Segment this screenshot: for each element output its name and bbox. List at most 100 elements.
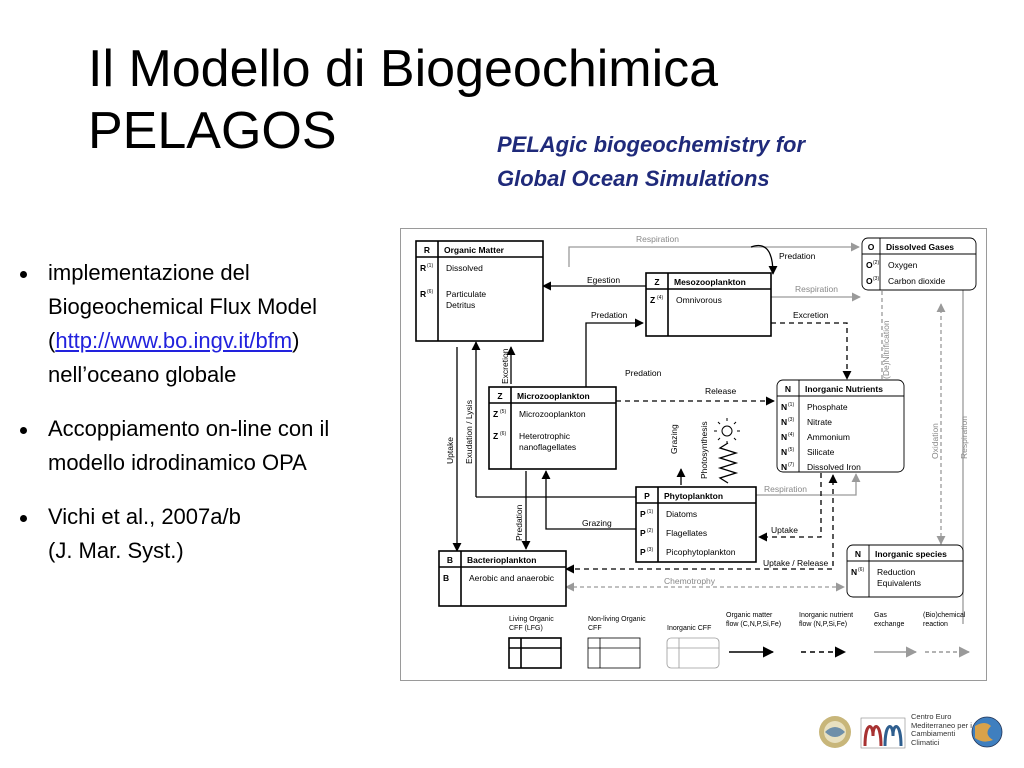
box-title: Inorganic species — [875, 549, 947, 559]
bullet-text: Accoppiamento on-line con il modello idr… — [48, 416, 330, 475]
box-row-label: Nitrate — [807, 417, 832, 427]
legend-label: (Bio)chemical — [923, 612, 966, 619]
box-row-symbol: R — [420, 263, 426, 273]
flow-label-photosynthesis: Photosynthesis — [699, 421, 709, 479]
box-symbol: N — [785, 384, 791, 394]
subtitle-line-1: PELAgic biogeochemistry for — [497, 132, 806, 157]
box-row-label: Carbon dioxide — [888, 276, 945, 286]
box-title: Mesozooplankton — [674, 277, 746, 287]
box-symbol: Z — [497, 391, 502, 401]
bullet-item: Vichi et al., 2007a/b(J. Mar. Syst.) — [10, 500, 402, 568]
flow-label-respiration: Respiration — [636, 234, 679, 244]
title-line-1: Il Modello di Biogeochimica — [88, 40, 719, 98]
box-title: Inorganic Nutrients — [805, 384, 883, 394]
box-row-superscript: (6) — [500, 431, 506, 437]
legend-label: flow (C,N,P,Si,Fe) — [726, 621, 781, 628]
box-row-superscript: (2) — [873, 260, 879, 266]
box-row-label: Silicate — [807, 447, 835, 457]
box-row-symbol: P — [640, 528, 646, 538]
box-symbol: B — [447, 555, 453, 565]
box-row-symbol: N — [781, 447, 787, 457]
box-row-superscript: (6) — [858, 567, 864, 573]
flow-label-predation: Predation — [514, 504, 524, 541]
flow-label-respiration: Respiration — [764, 484, 807, 494]
legend-label: Gas — [874, 612, 887, 619]
box-row-label: nanoflagellates — [519, 442, 576, 452]
box-title: Microzooplankton — [517, 391, 590, 401]
bullet-list: implementazione del Biogeochemical Flux … — [10, 256, 402, 588]
box-title: Dissolved Gases — [886, 242, 954, 252]
box-row-label: Flagellates — [666, 528, 707, 538]
box-row-symbol: N — [781, 462, 787, 472]
box-row-symbol: N — [851, 567, 857, 577]
cmcc-text-line: Mediterraneo per i — [911, 720, 972, 730]
box-row-label: Omnivorous — [676, 295, 722, 305]
flow-label-release: Release — [705, 386, 736, 396]
bullet-item: implementazione del Biogeochemical Flux … — [10, 256, 402, 392]
flow-label-chemotrophy: Chemotrophy — [664, 576, 716, 586]
box-row-superscript: (4) — [788, 432, 794, 438]
box-row-superscript: (2) — [647, 528, 653, 534]
flow-label-grazing: Grazing — [669, 424, 679, 454]
box-row-symbol: P — [640, 547, 646, 557]
box-row-superscript: (6) — [427, 289, 433, 295]
legend-label: CFF (LFG) — [509, 625, 543, 632]
cmcc-logo — [860, 717, 906, 749]
legend-living-box — [508, 637, 562, 669]
legend-label: CFF — [588, 625, 602, 632]
box-symbol: O — [868, 242, 875, 252]
box-row-superscript: (3) — [873, 276, 879, 282]
cmcc-text-line: Climatici — [911, 737, 940, 747]
legend-label: Non-living Organic — [588, 616, 646, 623]
box-symbol: P — [644, 491, 650, 501]
box-row-superscript: (5) — [500, 409, 506, 415]
cmcc-text-line: Centro Euro — [911, 712, 952, 721]
box-title: Phytoplankton — [664, 491, 723, 501]
box-row-superscript: (7) — [788, 462, 794, 468]
box-symbol: N — [855, 549, 861, 559]
box-row-label: Dissolved — [446, 263, 483, 273]
box-row-label: Diatoms — [666, 509, 697, 519]
legend-inorganic-box — [666, 637, 720, 669]
bullet-text-suffix: ) nell’oceano globale — [48, 328, 300, 387]
subtitle-line-2: Global Ocean Simulations — [497, 166, 770, 191]
bfm-link[interactable]: http://www.bo.ingv.it/bfm — [55, 328, 293, 353]
flow-label-predation: Predation — [625, 368, 662, 378]
flow-label-denitrification: (De)Nitrification — [881, 320, 891, 379]
legend-label: Organic matter — [726, 612, 773, 619]
box-row-label: Aerobic and anaerobic — [469, 573, 555, 583]
box-row-symbol: O — [866, 260, 873, 270]
box-row-label: Dissolved Iron — [807, 462, 861, 472]
box-row-label: Picophytoplankton — [666, 547, 736, 557]
flow-label-uptake: Uptake — [445, 437, 455, 464]
box-symbol: Z — [654, 277, 659, 287]
box-row-symbol: B — [443, 573, 449, 583]
box-row-label: Heterotrophic — [519, 431, 571, 441]
cmcc-text-line: Cambiamenti — [911, 729, 956, 738]
flow-label-uptake-release: Uptake / Release — [763, 558, 828, 568]
box-row-symbol: R — [420, 289, 426, 299]
bullet-item: Accoppiamento on-line con il modello idr… — [10, 412, 402, 480]
title-line-2: PELAGOS — [88, 102, 337, 160]
flow-label-respiration: Respiration — [795, 284, 838, 294]
flow-label-excretion: Excretion — [500, 348, 510, 384]
box-row-label: Phosphate — [807, 402, 848, 412]
flow-label-predation: Predation — [591, 310, 628, 320]
box-row-symbol: Z — [650, 295, 655, 305]
sun-icon — [714, 418, 740, 444]
box-row-superscript: (3) — [788, 417, 794, 423]
logos: Centro Euro Mediterraneo per i Cambiamen… — [815, 712, 1005, 752]
box-title: Organic Matter — [444, 245, 505, 255]
flow-label-grazing: Grazing — [582, 518, 612, 528]
box-row-symbol: N — [781, 402, 787, 412]
ingv-logo — [819, 716, 851, 748]
legend-label: Inorganic CFF — [667, 625, 711, 632]
